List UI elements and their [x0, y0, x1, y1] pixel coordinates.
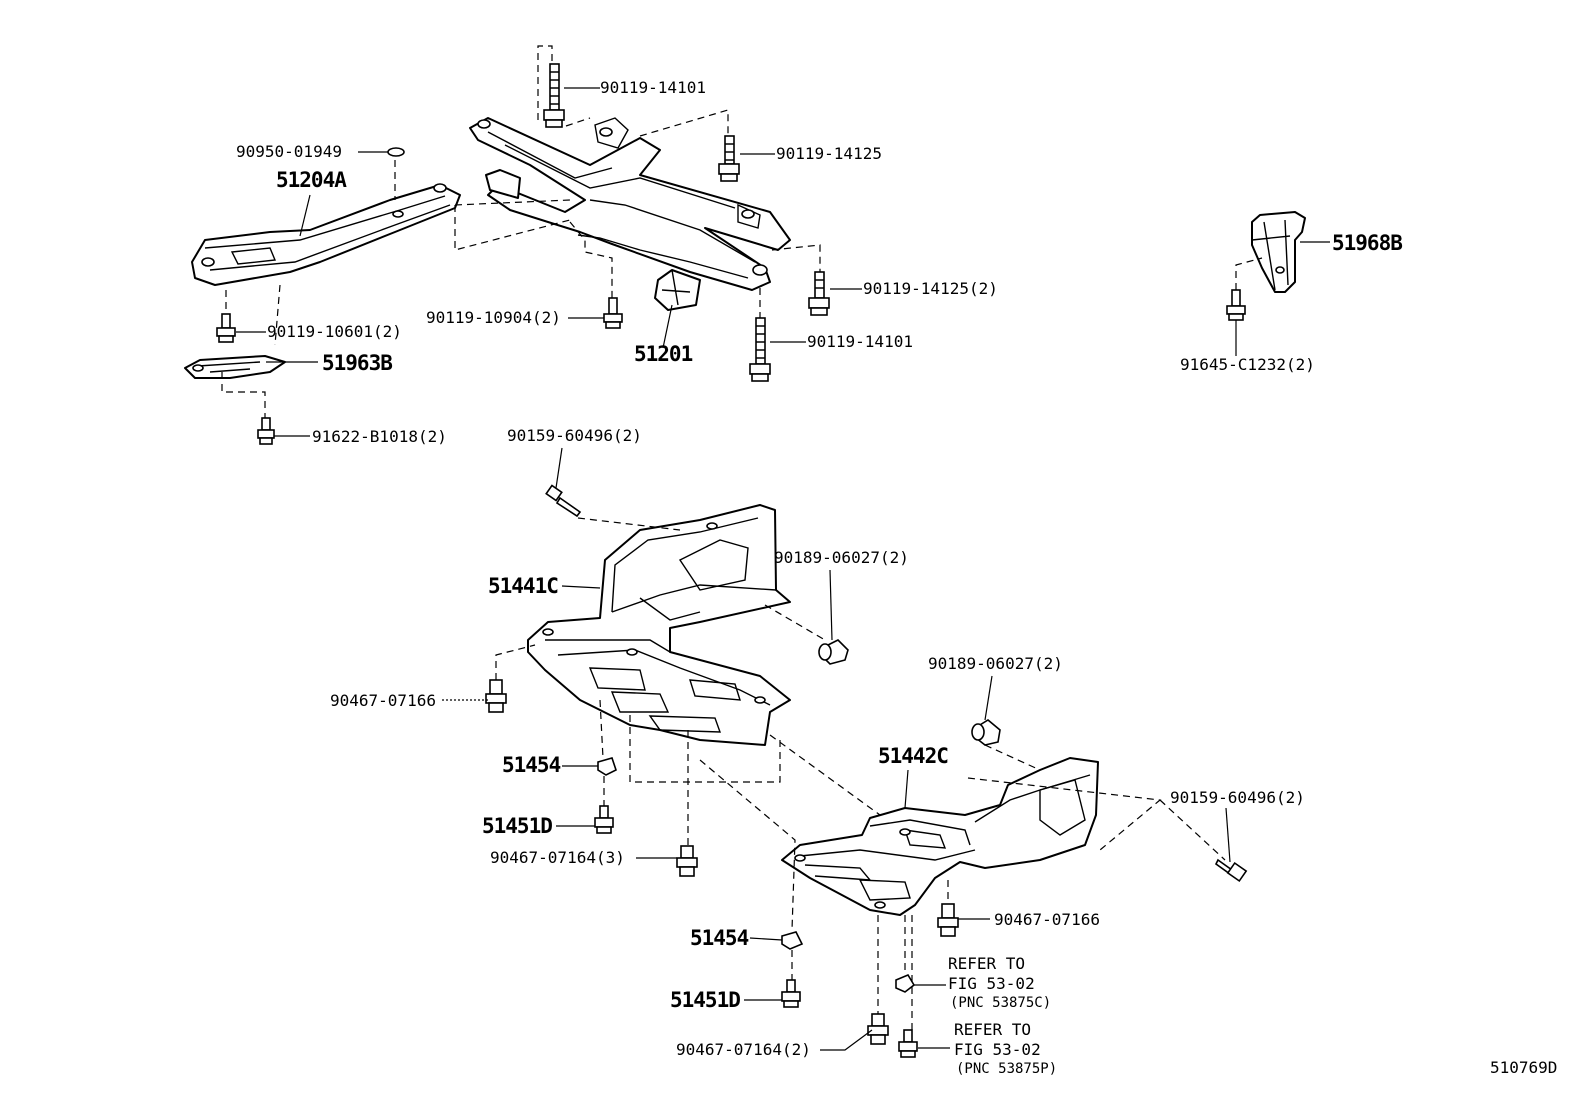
- plug-90950-01949: [387, 147, 405, 157]
- bolt-91622-B1018-2: [257, 417, 275, 445]
- label-51451D-a: 51451D: [482, 814, 553, 838]
- leader-lines: [236, 87, 1330, 1051]
- clip-90189-06027-b: [971, 719, 1001, 746]
- label-refer-53875C-line3: (PNC 53875C): [950, 995, 1052, 1011]
- label-51204A: 51204A: [276, 168, 347, 192]
- label-90119-14125: 90119-14125: [776, 144, 882, 163]
- label-51963B: 51963B: [322, 351, 393, 375]
- label-91645-C1232-2: 91645-C1232(2): [1180, 355, 1315, 374]
- screw-90159-60496-b: [1214, 858, 1248, 883]
- label-90467-07166-b: 90467-07166: [994, 910, 1100, 929]
- assembly-dashed-lines: [221, 45, 1263, 1030]
- bolt-90119-10601-2: [216, 313, 236, 343]
- label-refer-53875C-line2: FIG 53-02: [948, 974, 1035, 993]
- bolt-51451D-b: [781, 979, 801, 1008]
- label-90119-10904-2: 90119-10904(2): [426, 308, 561, 327]
- label-51441C: 51441C: [488, 574, 559, 598]
- label-90467-07164-2: 90467-07164(2): [676, 1040, 811, 1059]
- label-91622-B1018-2: 91622-B1018(2): [312, 427, 447, 446]
- label-90159-60496-2-a: 90159-60496(2): [507, 426, 642, 445]
- clip-90467-07164-2: [867, 1013, 889, 1045]
- bracket-51968B: [1251, 211, 1306, 293]
- label-51201: 51201: [634, 342, 693, 366]
- label-90189-06027-2-a: 90189-06027(2): [774, 548, 909, 567]
- clip-90189-06027-a: [818, 639, 849, 665]
- label-refer-53875P-line1: REFER TO: [954, 1020, 1032, 1039]
- label-90467-07164-3: 90467-07164(3): [490, 848, 625, 867]
- brace-51204A: [191, 183, 461, 286]
- label-90119-14101-bottom: 90119-14101: [807, 332, 913, 351]
- label-51451D-b: 51451D: [670, 988, 741, 1012]
- label-51454-b: 51454: [690, 926, 749, 950]
- clip-90467-07164-3: [676, 845, 698, 877]
- nut-51454-a: [597, 757, 617, 776]
- label-51442C: 51442C: [878, 744, 949, 768]
- label-refer-53875P-line2: FIG 53-02: [954, 1040, 1041, 1059]
- bolt-51451D-a: [594, 805, 614, 834]
- bolt-90119-10904-2: [603, 297, 623, 329]
- label-90950-01949: 90950-01949: [236, 142, 342, 161]
- label-51968B: 51968B: [1332, 231, 1403, 255]
- bolt-90119-14101-top: [543, 63, 565, 128]
- label-90119-10601-2: 90119-10601(2): [267, 322, 402, 341]
- label-51454-a: 51454: [502, 753, 561, 777]
- bolt-91645-C1232-2: [1226, 289, 1246, 321]
- label-90119-14125-2: 90119-14125(2): [863, 279, 998, 298]
- under-cover-51442C: [781, 757, 1099, 916]
- clip-90467-07166-b: [937, 903, 959, 937]
- label-90119-14101-top: 90119-14101: [600, 78, 706, 97]
- bolt-53875P: [898, 1029, 918, 1058]
- nut-51454-b: [781, 931, 804, 950]
- bolt-90119-14101-bottom: [749, 317, 771, 382]
- screw-90159-60496-a: [545, 484, 582, 518]
- bolt-90119-14125-2: [808, 271, 830, 316]
- bracket-51963B: [184, 355, 286, 379]
- bolt-90119-14125: [718, 135, 740, 182]
- clip-53875C: [895, 973, 916, 993]
- label-90467-07166-a: 90467-07166: [330, 691, 436, 710]
- label-90159-60496-2-b: 90159-60496(2): [1170, 788, 1305, 807]
- label-refer-53875P-line3: (PNC 53875P): [956, 1061, 1058, 1077]
- drawing-number: 510769D: [1490, 1058, 1558, 1077]
- under-cover-51441C: [527, 504, 791, 746]
- label-refer-53875C-line1: REFER TO: [948, 954, 1026, 973]
- label-90189-06027-2-b: 90189-06027(2): [928, 654, 1063, 673]
- clip-90467-07166-a: [485, 679, 507, 713]
- crossmember-51201: [469, 117, 791, 311]
